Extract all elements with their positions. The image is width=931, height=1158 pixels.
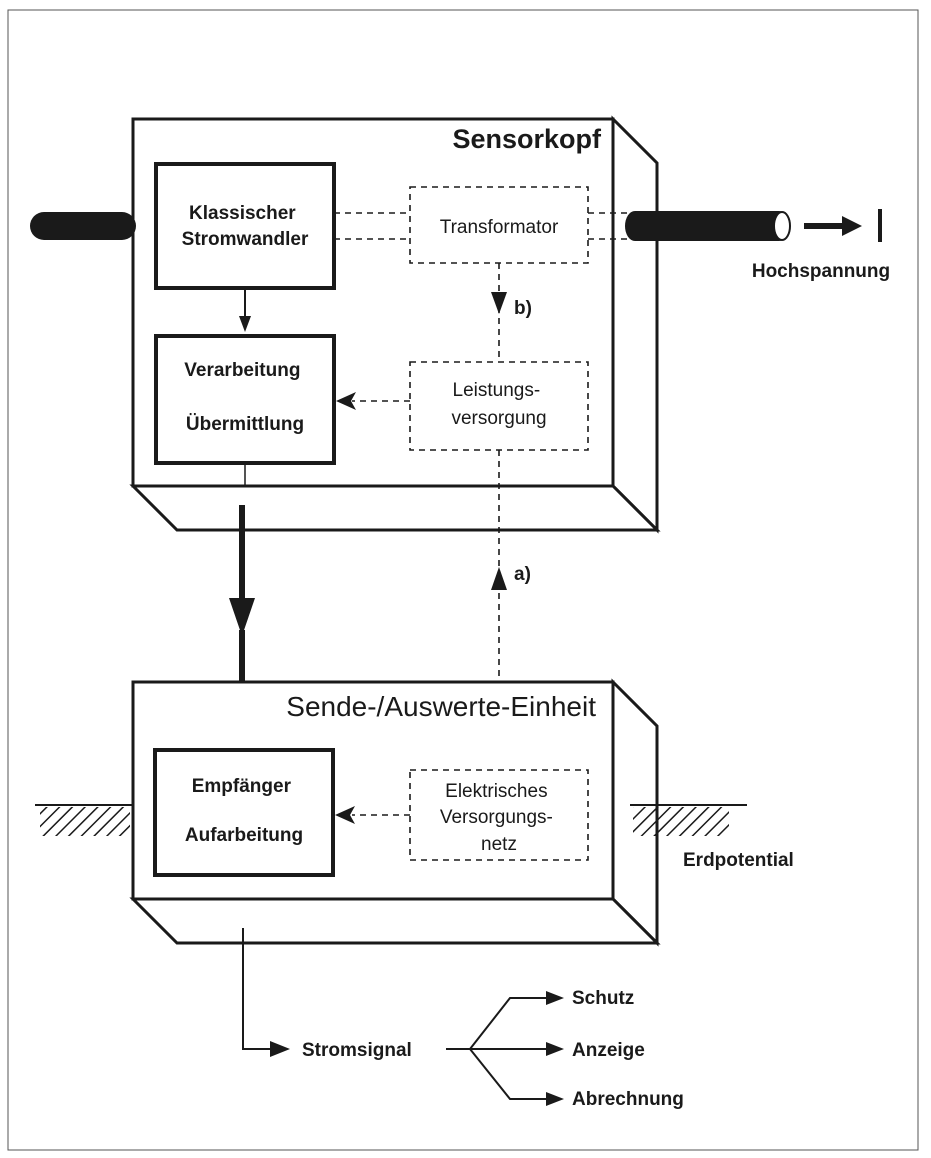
supply-arrowhead-a: [491, 567, 507, 590]
output-signal-line: [242, 928, 272, 1050]
supply-arrowhead-b: [491, 292, 507, 314]
branch-protection-arrowhead: [546, 991, 564, 1005]
ground-label: Erdpotential: [683, 850, 794, 871]
branch-protection-line: [469, 997, 548, 1050]
ground-hatch-left: [40, 807, 130, 836]
page-frame: [7, 9, 919, 1151]
output-signal-arrowhead: [270, 1041, 290, 1057]
branch-display-arrowhead: [546, 1042, 564, 1056]
base-unit-title: Sende-/Auswerte-Einheit: [286, 691, 596, 722]
sensor-head-title: Sensorkopf: [452, 124, 602, 154]
receiver-label: Empfänger Aufarbeitung: [185, 776, 303, 846]
sensor-head-side-face: [611, 115, 659, 534]
receiver-box: [153, 748, 335, 877]
conductor-right: [625, 211, 789, 241]
high-voltage-label: Hochspannung: [752, 261, 890, 282]
target-billing: Abrechnung: [572, 1089, 684, 1110]
internal-signal-arrowhead: [239, 316, 251, 332]
ground-hatch-right: [633, 807, 729, 836]
transformer-label: Transformator: [440, 217, 559, 238]
transmission-arrowhead: [229, 598, 255, 636]
power-supply-label: Leistungs- versorgung: [451, 380, 546, 429]
mains-label: Elektrisches Versorgungs- netz: [440, 781, 558, 855]
branch-billing-line: [469, 1048, 548, 1100]
sensor-head-bottom-face: [129, 484, 661, 532]
label-b: b): [514, 298, 532, 319]
processing-box: [154, 334, 336, 465]
label-a: a): [514, 564, 531, 585]
conductor-end: [773, 211, 791, 241]
mains-box: [409, 769, 589, 861]
current-signal-label: Stromsignal: [302, 1040, 412, 1061]
classic-transformer-label: Klassischer Stromwandler: [182, 203, 309, 250]
conductor-left: [30, 212, 136, 240]
base-unit-bottom-face: [129, 897, 661, 945]
branch-billing-arrowhead: [546, 1092, 564, 1106]
classic-transformer-box: [154, 162, 336, 290]
target-protection: Schutz: [572, 988, 634, 1009]
hv-arrow-head: [842, 216, 862, 236]
mains-to-receiver-arrowhead: [335, 806, 355, 824]
power-to-processing-arrowhead: [336, 392, 356, 410]
processing-label: Verarbeitung Übermittlung: [184, 360, 305, 435]
target-display: Anzeige: [572, 1040, 645, 1061]
